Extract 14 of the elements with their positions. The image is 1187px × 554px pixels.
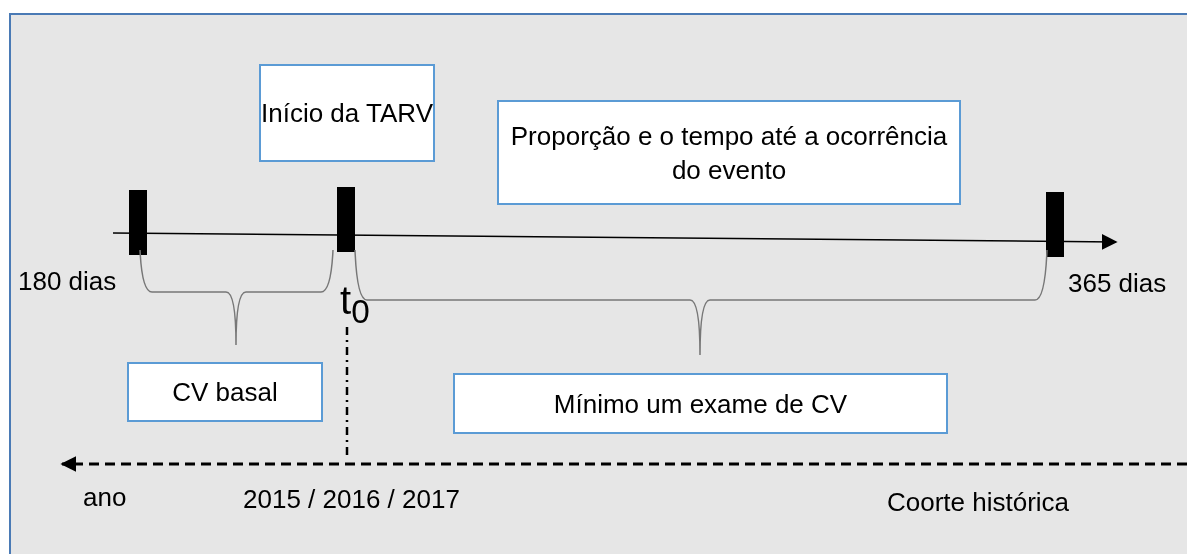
time-label: t$_{0}$ — [340, 278, 370, 331]
axis-label: Coorte histórica — [887, 487, 1070, 518]
box-text: Mínimo um exame de CV — [553, 387, 848, 421]
axis-label: 2015 / 2016 / 2017 — [243, 484, 460, 515]
axis-label: 180 dias — [18, 266, 117, 297]
text-box — [127, 362, 323, 422]
box-text: Proporção e o tempo até a ocorrência do evento — [509, 119, 949, 187]
text-box — [497, 100, 961, 205]
text-box — [259, 64, 435, 162]
axis-label: ano — [83, 482, 127, 513]
box-text: CV basal — [172, 376, 278, 409]
text-box — [453, 373, 948, 434]
box-text: Início da TARV — [261, 97, 433, 130]
axis-label: 365 dias — [1068, 268, 1167, 299]
